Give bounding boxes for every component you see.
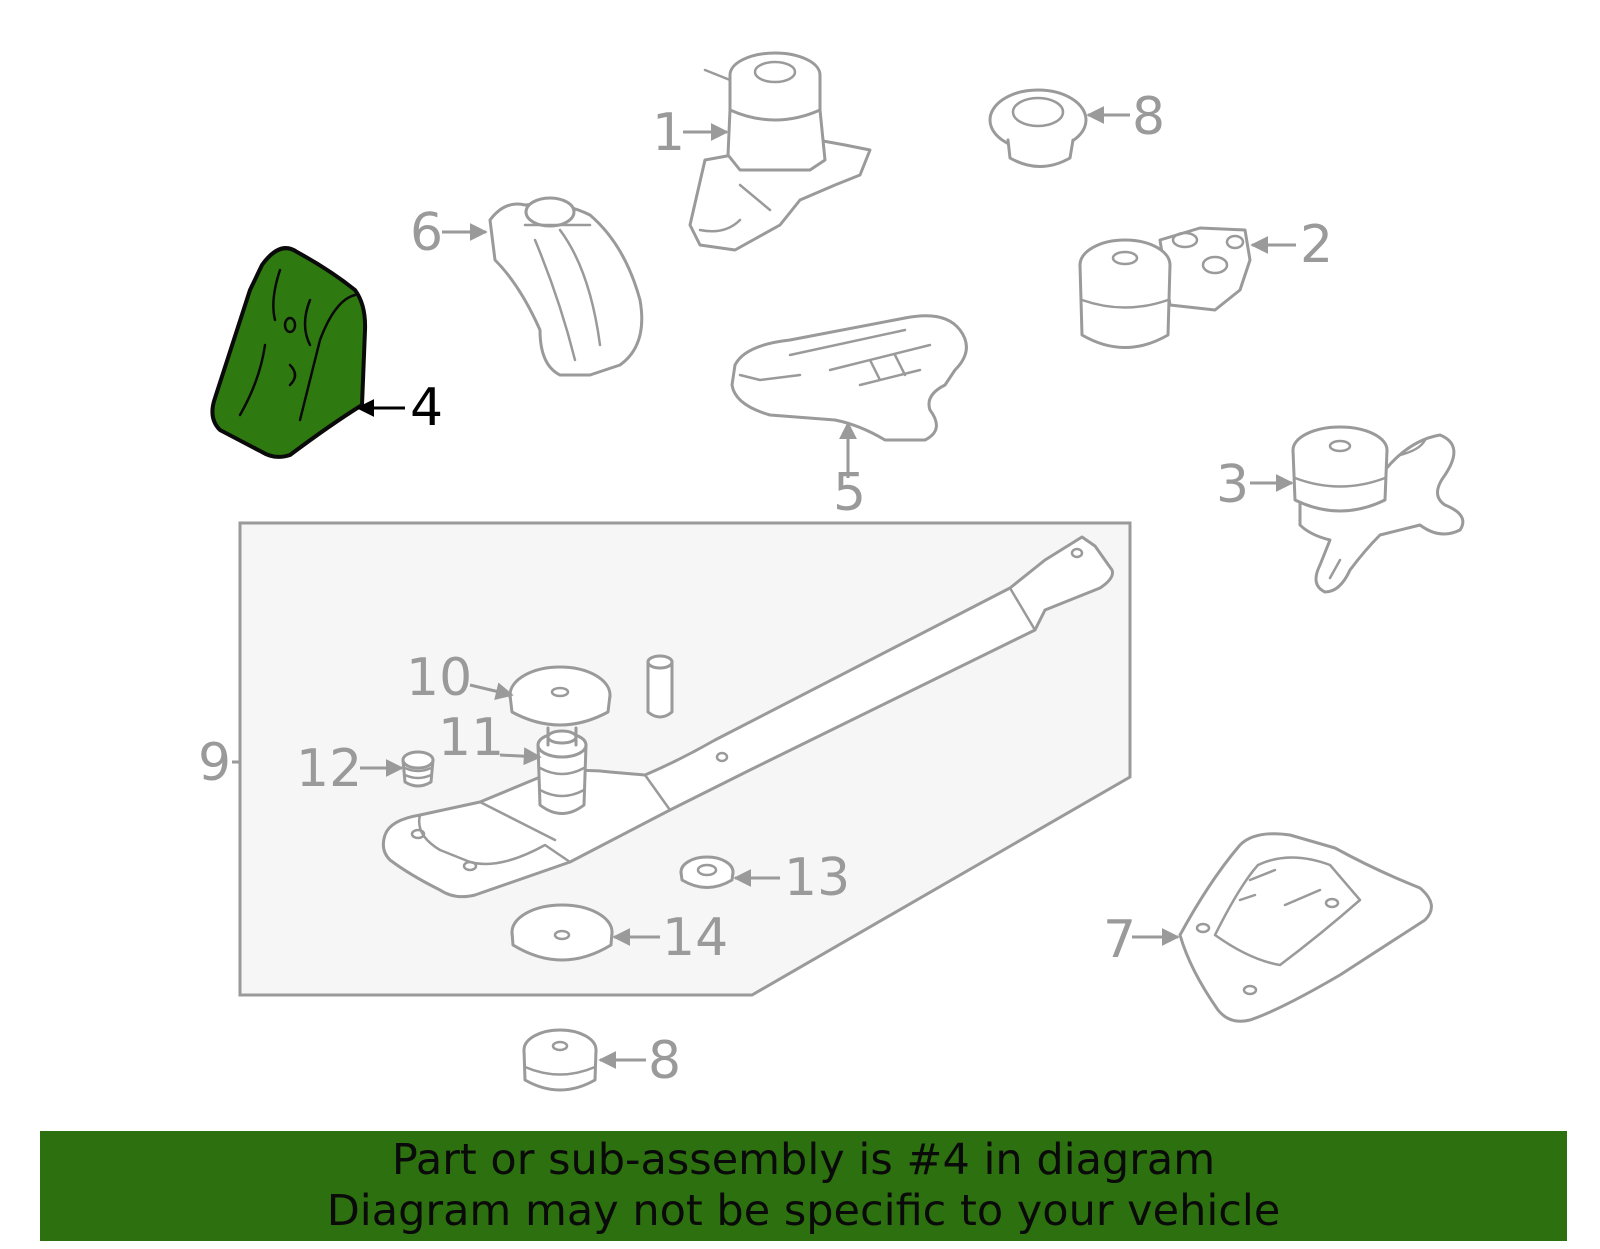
callout-8-bottom: 8 — [648, 1031, 681, 1091]
callout-6: 6 — [410, 203, 443, 263]
part-13-washer[interactable] — [679, 855, 735, 889]
part-8-bushing-bottom[interactable] — [522, 1028, 598, 1092]
notice-line-2: Diagram may not be specific to your vehi… — [326, 1186, 1281, 1236]
part-11-stud-bushing[interactable] — [536, 726, 588, 815]
part-2-engine-mount[interactable] — [1078, 226, 1252, 349]
part-3-transmission-mount[interactable] — [1291, 425, 1465, 594]
callout-8-top: 8 — [1132, 87, 1165, 147]
part-7-mount-plate[interactable] — [1178, 832, 1433, 1023]
locating-pin[interactable] — [646, 654, 674, 719]
part-8-bushing-top[interactable] — [988, 88, 1088, 168]
part-12-nut[interactable] — [401, 750, 435, 788]
callout-5: 5 — [833, 463, 866, 523]
notice-banner: Part or sub-assembly is #4 in diagram Di… — [40, 1131, 1567, 1241]
part-6-mount-bracket[interactable] — [488, 196, 644, 377]
callout-10: 10 — [406, 648, 472, 708]
part-10-cushion-disc[interactable] — [508, 665, 612, 727]
callout-13: 13 — [784, 848, 850, 908]
notice-line-1: Part or sub-assembly is #4 in diagram — [391, 1135, 1216, 1185]
callout-1: 1 — [652, 103, 685, 163]
callout-14: 14 — [662, 908, 728, 968]
callout-9: 9 — [198, 733, 231, 793]
callout-2: 2 — [1300, 215, 1333, 275]
callout-12: 12 — [296, 739, 362, 799]
callout-4: 4 — [410, 378, 443, 438]
callout-3: 3 — [1216, 455, 1249, 515]
part-4-highlighted-mount[interactable] — [210, 246, 368, 459]
callout-11: 11 — [438, 708, 504, 768]
part-14-insulator-disc[interactable] — [510, 903, 614, 962]
part-1-engine-mount[interactable] — [688, 51, 872, 252]
callout-7: 7 — [1103, 910, 1136, 970]
part-5-support-plate[interactable] — [730, 314, 968, 442]
